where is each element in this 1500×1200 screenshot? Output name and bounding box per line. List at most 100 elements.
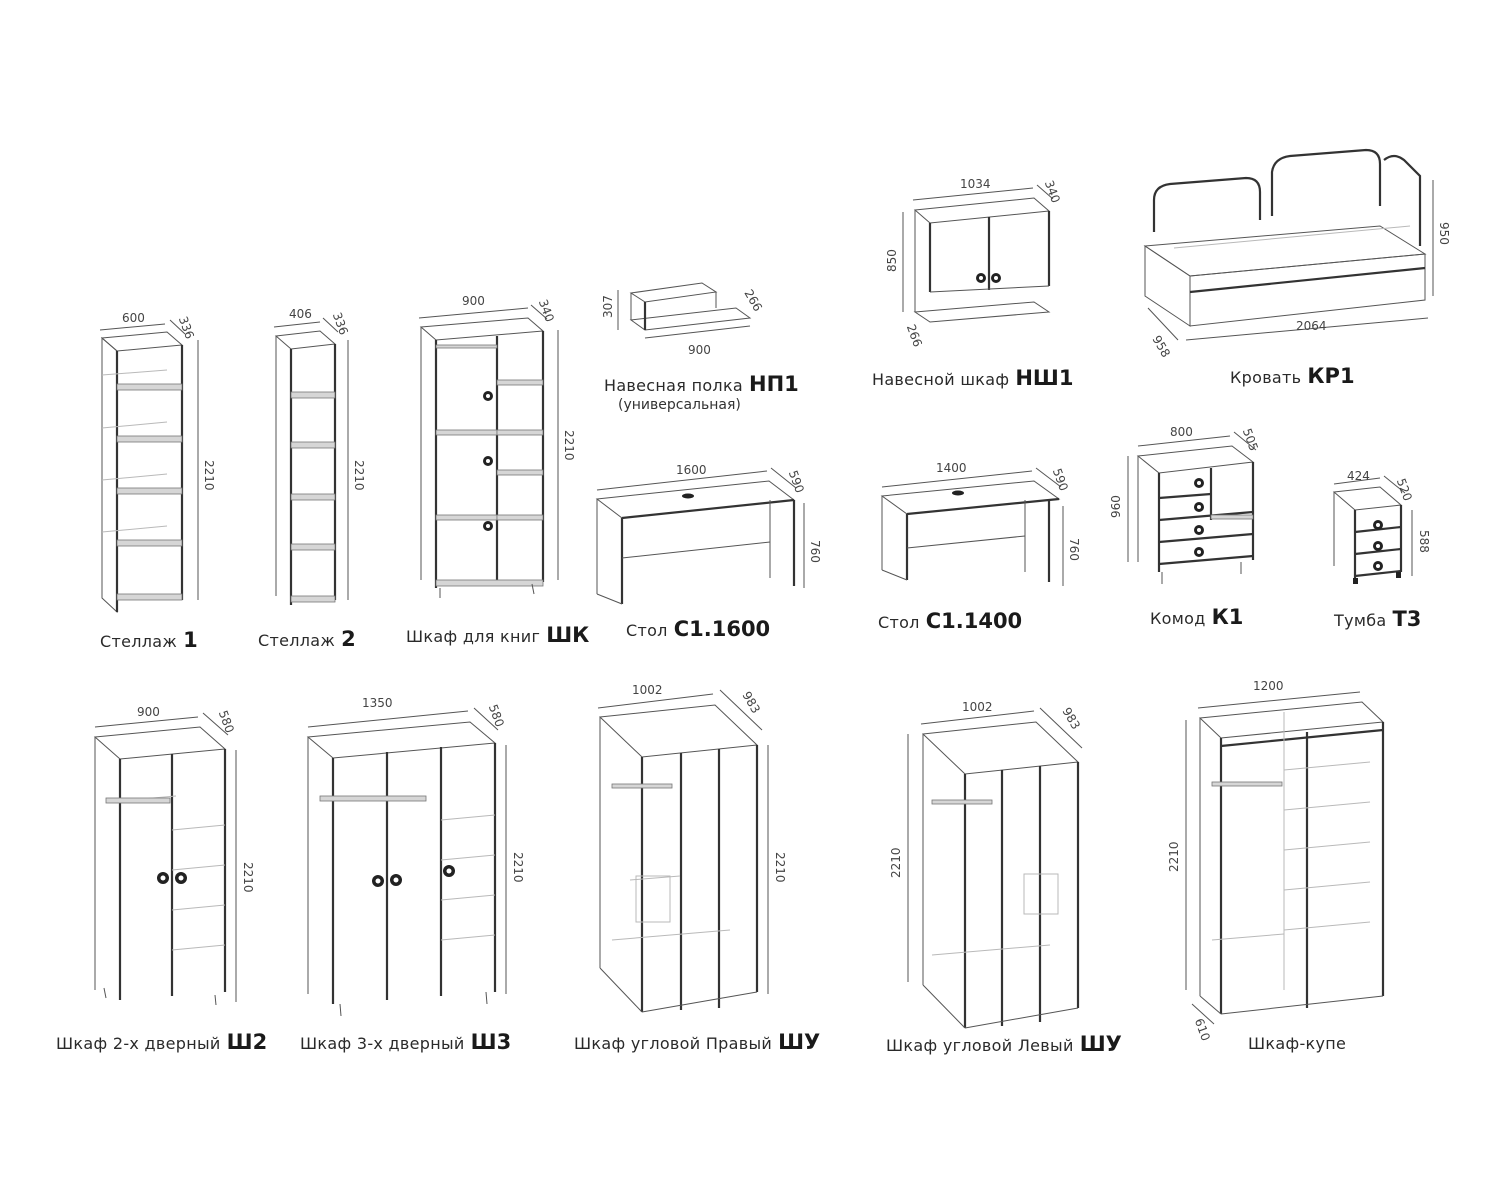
dim-depth: 505 — [1240, 426, 1261, 452]
drawers — [1158, 492, 1254, 566]
caption-code: 1 — [183, 628, 198, 652]
dim-height: 307 — [601, 295, 615, 318]
caption-name: Шкаф 2-х дверный — [56, 1034, 221, 1053]
dim-depth: 336 — [330, 310, 351, 336]
dim-depth: 590 — [1050, 466, 1071, 492]
dim-depth2: 266 — [904, 322, 925, 348]
dim-height: 760 — [808, 540, 822, 563]
caption-name: Навесной шкаф — [872, 370, 1010, 389]
caption-shkaf-3-dver: Шкаф 3-х дверный Ш3 — [300, 1030, 511, 1054]
dim-height: 2210 — [1167, 841, 1181, 872]
caption-code: С1.1400 — [925, 609, 1023, 633]
caption-code: К1 — [1211, 605, 1244, 629]
item-komod: 800 505 960 — [1109, 425, 1261, 584]
caption-code: С1.1600 — [673, 617, 771, 641]
item-tumba: 424 520 588 — [1332, 469, 1431, 584]
caption-name: Навесная полка — [604, 376, 744, 395]
caption-shkaf-2-dver: Шкаф 2-х дверный Ш2 — [56, 1030, 267, 1054]
caption-navesnoy-shkaf: Навесной шкаф НШ1 — [872, 366, 1073, 390]
item-stellazh-1: 600 336 2210 — [99, 311, 216, 614]
dim-width: 1034 — [960, 177, 991, 191]
caption-name: Шкаф-купе — [1248, 1034, 1347, 1053]
dim-width: 800 — [1170, 425, 1193, 439]
dim-depth: 266 — [741, 287, 765, 314]
caption-code: НШ1 — [1015, 366, 1074, 390]
dim-height: 2210 — [511, 852, 525, 883]
dim-width: 1600 — [676, 463, 707, 477]
dim-depth: 580 — [486, 702, 507, 728]
caption-stol-1400: Стол С1.1400 — [878, 609, 1022, 633]
dim-height: 588 — [1417, 530, 1431, 553]
caption-name: Шкаф угловой Правый — [574, 1034, 773, 1053]
dim-width: 900 — [137, 705, 160, 719]
caption-stellazh-2: Стеллаж 2 — [258, 627, 356, 651]
doors — [435, 344, 544, 587]
caption-code: КР1 — [1307, 364, 1355, 388]
caption-code: ШУ — [778, 1030, 821, 1054]
item-navesnaya-polka: 307 266 900 — [601, 282, 765, 357]
caption-name: Стол — [626, 621, 668, 640]
caption-code: НП1 — [749, 372, 799, 396]
dim-height: 2210 — [562, 430, 576, 461]
item-shkaf-dlya-knig: 900 340 2210 — [418, 294, 576, 598]
dim-width: 900 — [688, 343, 711, 357]
dim-width: 406 — [289, 307, 312, 321]
caption-name: Кровать — [1230, 368, 1302, 387]
caption-name: Шкаф 3-х дверный — [300, 1034, 465, 1053]
caption-code: 2 — [341, 627, 356, 651]
dim-depth: 958 — [1149, 333, 1173, 360]
item-shkaf-2-dver: 900 580 2210 — [93, 705, 255, 1006]
caption-stol-1600: Стол С1.1600 — [626, 617, 770, 641]
caption-name: Комод — [1150, 609, 1206, 628]
dim-depth: 340 — [536, 297, 557, 323]
caption-name: Стеллаж — [258, 631, 336, 650]
caption-name: Стол — [878, 613, 920, 632]
caption-tumba: Тумба Т3 — [1334, 607, 1421, 631]
dim-width: 1002 — [962, 700, 993, 714]
dim-depth: 580 — [216, 708, 237, 734]
shelves — [290, 391, 336, 603]
dim-depth: 336 — [176, 314, 197, 340]
caption-komod: Комод К1 — [1150, 605, 1243, 629]
dim-width: 900 — [462, 294, 485, 308]
caption-name: Шкаф для книг — [406, 627, 541, 646]
dim-depth: 520 — [1394, 476, 1415, 502]
caption-name: Шкаф угловой Левый — [886, 1036, 1074, 1055]
caption-code: Ш3 — [470, 1030, 512, 1054]
dim-depth: 590 — [786, 468, 807, 494]
dim-width: 424 — [1347, 469, 1370, 483]
dim-height: 760 — [1067, 538, 1081, 561]
item-shkaf-3-dver: 1350 580 2210 — [306, 696, 525, 1017]
caption-code: Ш2 — [226, 1030, 268, 1054]
item-shkaf-uglovoy-levyy: 1002 983 2210 — [889, 700, 1083, 1029]
dim-height: 2210 — [889, 847, 903, 878]
caption-navesnaya-polka-subtitle: (универсальная) — [618, 397, 741, 413]
item-shkaf-uglovoy-pravyy: 1002 983 2210 — [597, 683, 787, 1013]
dim-width: 1002 — [632, 683, 663, 697]
dim-depth: 340 — [1042, 178, 1063, 204]
caption-code: ШУ — [1079, 1032, 1122, 1056]
dim-depth: 983 — [1059, 705, 1083, 732]
caption-name: Тумба — [1334, 611, 1387, 630]
dim-width: 1400 — [936, 461, 967, 475]
caption-code: Т3 — [1392, 607, 1422, 631]
dim-height: 2210 — [202, 460, 216, 491]
caption-krovat: Кровать КР1 — [1230, 364, 1355, 388]
dim-height: 950 — [1437, 222, 1451, 245]
dim-height: 960 — [1109, 495, 1123, 518]
dim-height: 2210 — [241, 862, 255, 893]
dim-height: 2210 — [352, 460, 366, 491]
caption-navesnaya-polka: Навесная полка НП1 — [604, 372, 799, 396]
item-shkaf-kupe: 1200 2210 610 — [1167, 679, 1385, 1043]
item-stellazh-2: 406 336 2210 — [273, 307, 366, 605]
item-stol-1400: 1400 590 760 — [880, 461, 1081, 586]
item-krovat: 950 2064 958 — [1143, 148, 1451, 360]
dim-height: 850 — [885, 249, 899, 272]
dim-width: 600 — [122, 311, 145, 325]
shelves — [101, 369, 183, 601]
caption-shkaf-uglovoy-levyy: Шкаф угловой Левый ШУ — [886, 1032, 1122, 1056]
dim-width: 1200 — [1253, 679, 1284, 693]
